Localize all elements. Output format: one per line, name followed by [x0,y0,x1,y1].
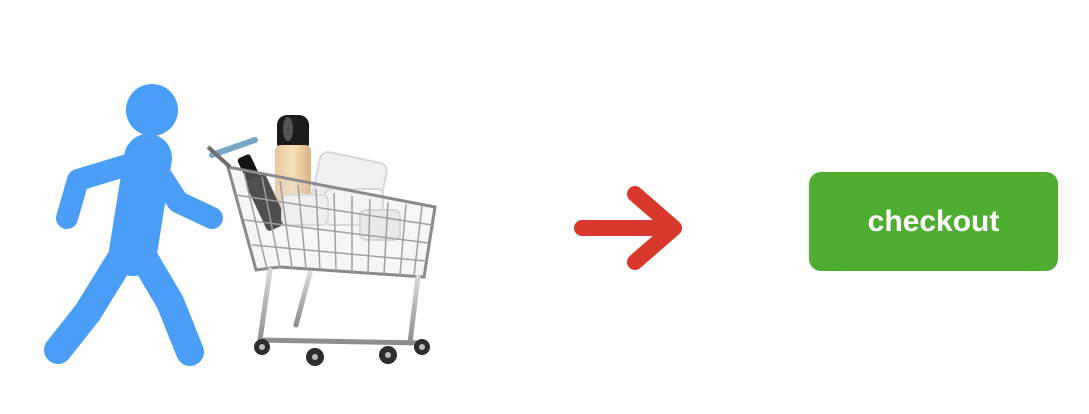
shopping-cart-image [206,115,437,366]
cart-basket [206,145,437,279]
person-figure [44,84,223,366]
arrow-shape [574,186,682,270]
person-walking-icon [44,84,223,366]
right-arrow-icon [574,186,682,270]
cart-frame [257,267,428,346]
cart-wheels [254,339,430,366]
checkout-button[interactable]: checkout [809,172,1058,271]
